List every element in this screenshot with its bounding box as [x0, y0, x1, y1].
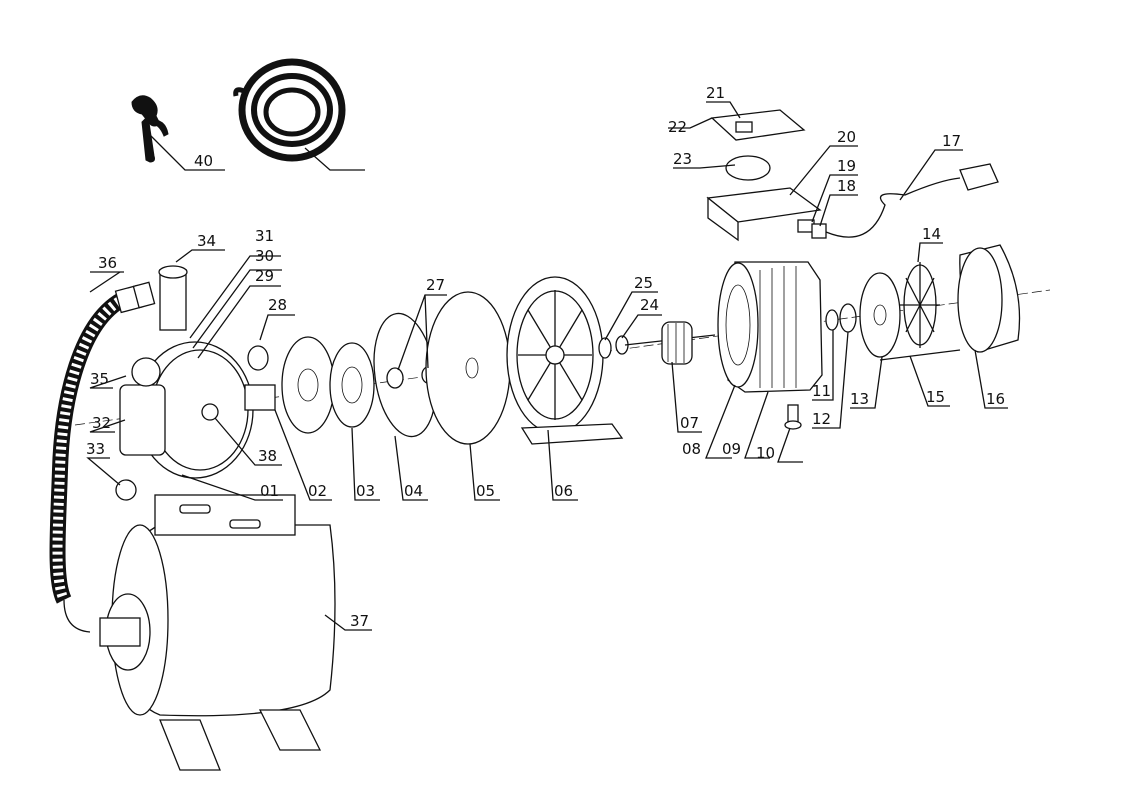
part-label-24: 24 — [640, 296, 659, 314]
part-label-08: 08 — [682, 440, 701, 458]
part-label-11: 11 — [812, 382, 831, 400]
part-label-37: 37 — [350, 612, 369, 630]
fan-cover-drawing — [957, 244, 1021, 353]
cover-plate-drawing — [425, 291, 511, 445]
impeller-drawing — [329, 342, 375, 428]
suction-hose-drawing — [49, 281, 156, 633]
power-cable-drawing — [797, 163, 999, 239]
part-label-34: 34 — [197, 232, 216, 250]
part-label-07: 07 — [680, 414, 699, 432]
terminal-box-drawing — [706, 109, 822, 242]
part-label-19: 19 — [837, 157, 856, 175]
part-label-27: 27 — [426, 276, 445, 294]
part-label-16: 16 — [986, 390, 1005, 408]
pump-housing-drawing — [115, 265, 254, 501]
foot-drawing — [784, 404, 802, 430]
part-label-35: 35 — [90, 370, 109, 388]
part-label-13: 13 — [850, 390, 869, 408]
part-label-36: 36 — [98, 254, 117, 272]
part-label-15: 15 — [926, 388, 945, 406]
part-label-33: 33 — [86, 440, 105, 458]
front-bearing-drawing — [598, 335, 629, 359]
part-label-30: 30 — [255, 247, 274, 265]
part-label-06: 06 — [554, 482, 573, 500]
part-label-10: 10 — [756, 444, 775, 462]
part-label-32: 32 — [92, 414, 111, 432]
part-label-38: 38 — [258, 447, 277, 465]
motor-flange-drawing — [506, 276, 624, 445]
part-label-21: 21 — [706, 84, 725, 102]
rotor-drawing — [624, 321, 716, 365]
part-label-17: 17 — [942, 132, 961, 150]
pressure-tank-drawing — [99, 494, 336, 771]
part-label-02: 02 — [308, 482, 327, 500]
motor-frame-drawing — [717, 261, 823, 393]
part-label-01: 01 — [260, 482, 279, 500]
part-label-29: 29 — [255, 267, 274, 285]
part-label-18: 18 — [837, 177, 856, 195]
part-label-12: 12 — [812, 410, 831, 428]
garden-hose-drawing — [233, 58, 346, 162]
part-label-23: 23 — [673, 150, 692, 168]
rear-bearing-drawing — [825, 303, 857, 333]
part-label-25: 25 — [634, 274, 653, 292]
part-label-03: 03 — [356, 482, 375, 500]
callout-leaders — [86, 101, 1008, 501]
part-label-22: 22 — [668, 118, 687, 136]
fan-drawing — [900, 262, 940, 348]
part-label-09: 09 — [722, 440, 741, 458]
part-label-31: 31 — [255, 227, 274, 245]
part-label-05: 05 — [476, 482, 495, 500]
part-label-39: 40 — [194, 152, 213, 170]
rear-cover-drawing — [859, 272, 901, 358]
tie-bolt-drawing — [879, 349, 961, 361]
diffuser-drawing — [244, 336, 335, 434]
spray-gun-drawing — [131, 95, 169, 163]
part-label-28: 28 — [268, 296, 287, 314]
part-labels: 40 34 31 30 29 28 36 35 32 33 38 01 02 0… — [86, 84, 1005, 630]
part-label-20: 20 — [837, 128, 856, 146]
part-label-04: 04 — [404, 482, 423, 500]
part-label-14: 14 — [922, 225, 941, 243]
